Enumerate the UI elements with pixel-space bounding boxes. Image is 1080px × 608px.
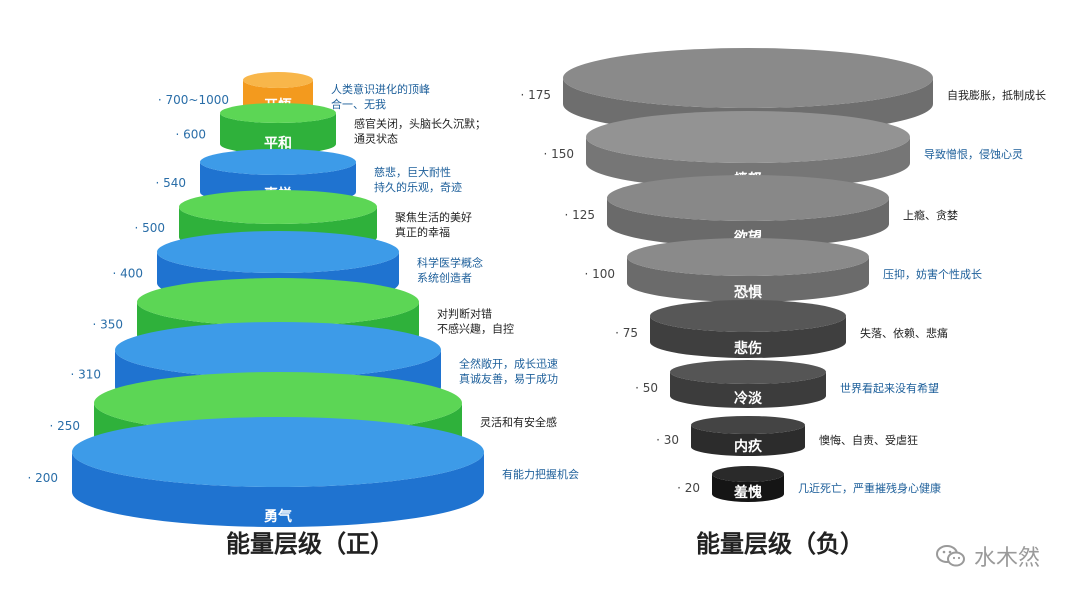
negative-level-name: 恐惧 xyxy=(734,285,762,301)
positive-level-7-top xyxy=(94,372,462,434)
positive-level-value: · 540 xyxy=(155,176,186,190)
watermark: 水木然 xyxy=(935,540,1040,572)
negative-level-6: 内疚 · 30 懊悔、自责、受虐狂 xyxy=(656,416,918,456)
positive-level-desc: 有能力把握机会 xyxy=(502,467,579,481)
negative-level-3-top xyxy=(627,238,869,276)
negative-level-desc: 懊悔、自责、受虐狂 xyxy=(819,433,918,447)
positive-level-0-top xyxy=(243,72,313,88)
negative-level-2-top xyxy=(607,175,889,221)
negative-level-value: · 150 xyxy=(543,147,574,161)
negative-level-5: 冷淡 · 50 世界看起来没有希望 xyxy=(635,360,939,408)
negative-level-desc: 压抑，妨害个性成长 xyxy=(883,267,982,281)
positive-level-desc: 通灵状态 xyxy=(354,132,398,146)
positive-level-1-side xyxy=(220,113,336,154)
negative-level-2-side xyxy=(607,198,889,247)
negative-level-3-side xyxy=(627,257,869,302)
positive-level-value: · 600 xyxy=(175,128,206,142)
negative-level-name: 悲伤 xyxy=(734,340,762,357)
positive-level-desc: 合一、无我 xyxy=(331,97,386,111)
positive-title: 能量层级（正） xyxy=(226,530,394,558)
positive-level-desc: 科学医学概念 xyxy=(417,256,483,270)
negative-level-name: 羞愧 xyxy=(733,484,762,501)
negative-level-7: 羞愧 · 20 几近死亡，严重摧残身心健康 xyxy=(677,466,941,502)
positive-level-desc: 全然敞开，成长迅速 xyxy=(459,357,558,371)
negative-level-desc: 导致憎恨，侵蚀心灵 xyxy=(924,147,1023,161)
negative-level-value: · 50 xyxy=(635,381,658,395)
positive-level-4-top xyxy=(157,231,399,273)
negative-level-desc: 上瘾、贪婪 xyxy=(903,208,958,222)
positive-level-value: · 400 xyxy=(112,267,143,281)
negative-level-name: 内疚 xyxy=(734,438,763,455)
watermark-text: 水木然 xyxy=(973,546,1040,571)
positive-level-desc: 真正的幸福 xyxy=(395,225,450,239)
negative-level-value: · 175 xyxy=(520,88,551,102)
negative-level-value: · 75 xyxy=(615,326,638,340)
positive-level-5-top xyxy=(137,278,419,326)
negative-level-value: · 30 xyxy=(656,433,679,447)
negative-level-4-top xyxy=(650,300,846,332)
positive-level-8: 勇气 · 200 有能力把握机会 xyxy=(27,417,579,527)
negative-level-name: 冷淡 xyxy=(734,390,763,407)
negative-level-value: · 100 xyxy=(584,267,615,281)
negative-level-desc: 几近死亡，严重摧残身心健康 xyxy=(798,481,941,495)
positive-level-desc: 持久的乐观，奇迹 xyxy=(374,180,462,194)
positive-level-desc: 灵活和有安全感 xyxy=(480,415,557,429)
positive-level-name: 勇气 xyxy=(264,508,292,525)
positive-level-value: · 200 xyxy=(27,471,58,485)
positive-level-desc: 感官关闭，头脑长久沉默； xyxy=(354,117,486,131)
negative-level-desc: 世界看起来没有希望 xyxy=(840,381,939,395)
positive-level-8-side xyxy=(72,452,484,527)
negative-level-4-side xyxy=(650,316,846,358)
negative-level-value: · 125 xyxy=(564,208,595,222)
positive-level-desc: 真诚友善，易于成功 xyxy=(459,372,558,386)
positive-level-1: 平和 · 600 感官关闭，头脑长久沉默；通灵状态 xyxy=(175,103,486,154)
positive-level-value: · 250 xyxy=(49,419,80,433)
positive-level-desc: 人类意识进化的顶峰 xyxy=(331,82,430,96)
negative-level-desc: 自我膨胀，抵制成长 xyxy=(947,88,1046,102)
negative-level-5-top xyxy=(670,360,826,384)
positive-level-desc: 慈悲，巨大耐性 xyxy=(374,165,451,179)
wechat-icon xyxy=(935,545,965,567)
negative-level-value: · 20 xyxy=(677,481,700,495)
negative-level-6-side xyxy=(691,425,805,456)
positive-level-value: · 310 xyxy=(70,368,101,382)
positive-level-name: 平和 xyxy=(264,136,292,152)
positive-level-8-top xyxy=(72,417,484,487)
positive-level-1-top xyxy=(220,103,336,123)
positive-level-value: · 700~1000 xyxy=(158,93,229,107)
positive-level-2-top xyxy=(200,149,356,175)
negative-level-desc: 失落、依赖、悲痛 xyxy=(860,326,948,340)
negative-title: 能量层级（负） xyxy=(696,530,864,558)
positive-level-desc: 聚焦生活的美好 xyxy=(395,210,472,224)
positive-level-6-top xyxy=(115,322,441,378)
positive-level-value: · 500 xyxy=(134,221,165,235)
negative-level-1-top xyxy=(586,111,910,163)
negative-level-0-top xyxy=(563,48,933,108)
negative-level-7-side xyxy=(712,474,784,502)
negative-level-5-side xyxy=(670,372,826,408)
negative-level-6-top xyxy=(691,416,805,434)
positive-level-desc: 系统创造者 xyxy=(417,271,472,285)
negative-level-3: 恐惧 · 100 压抑，妨害个性成长 xyxy=(584,238,982,302)
positive-level-value: · 350 xyxy=(92,318,123,332)
positive-level-desc: 不感兴趣，自控 xyxy=(437,322,514,336)
positive-level-desc: 对判断对错 xyxy=(437,307,492,321)
negative-level-4: 悲伤 · 75 失落、依赖、悲痛 xyxy=(615,300,948,358)
negative-level-7-top xyxy=(712,466,784,482)
positive-level-3-top xyxy=(179,190,377,224)
